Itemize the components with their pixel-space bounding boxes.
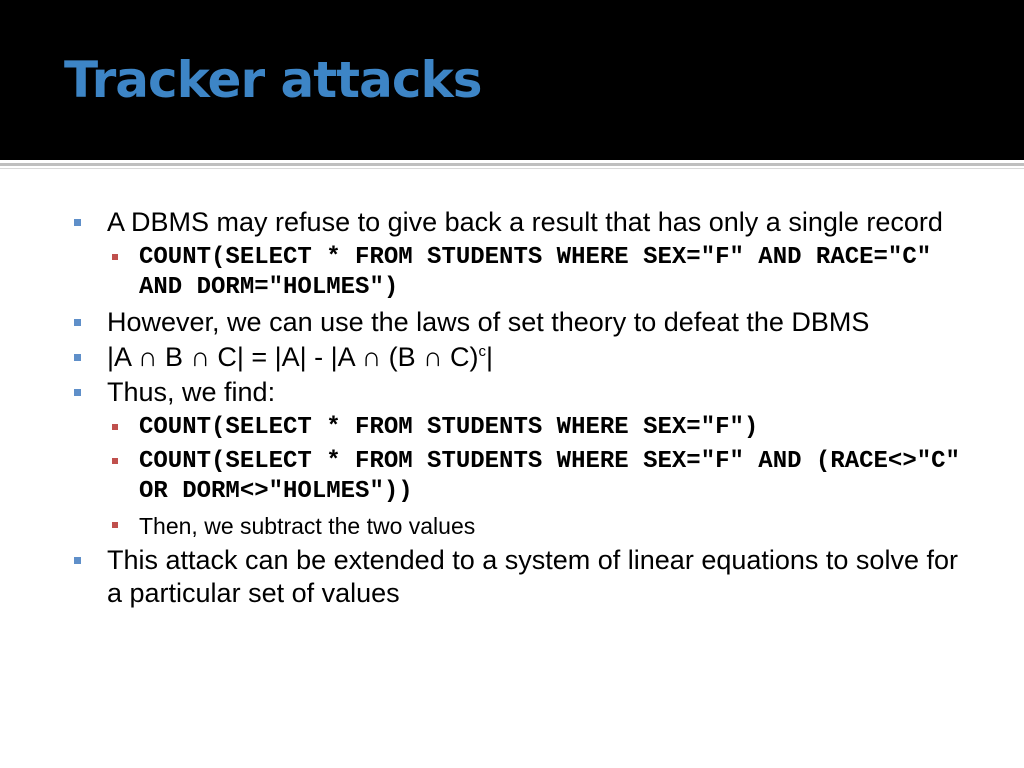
sub-bullet-item: Then, we subtract the two values — [72, 511, 972, 541]
square-bullet-icon — [74, 389, 81, 396]
bullet-item: This attack can be extended to a system … — [72, 544, 972, 610]
code-text: COUNT(SELECT * FROM STUDENTS WHERE SEX="… — [139, 414, 759, 441]
square-bullet-icon — [74, 354, 81, 361]
sub-bullet-item: COUNT(SELECT * FROM STUDENTS WHERE SEX="… — [72, 447, 972, 507]
bullet-item: However, we can use the laws of set theo… — [72, 306, 972, 339]
bullet-text: Then, we subtract the two values — [139, 513, 476, 539]
sub-bullet-item: COUNT(SELECT * FROM STUDENTS WHERE SEX="… — [72, 243, 972, 303]
code-text: COUNT(SELECT * FROM STUDENTS WHERE SEX="… — [139, 448, 960, 505]
square-bullet-icon — [112, 254, 118, 260]
square-bullet-icon — [112, 458, 118, 464]
bullet-item: |A ∩ B ∩ C| = |A| - |A ∩ (B ∩ C)c| — [72, 341, 972, 374]
square-bullet-icon — [112, 522, 118, 528]
code-text: COUNT(SELECT * FROM STUDENTS WHERE SEX="… — [139, 244, 932, 301]
title-bar: Tracker attacks — [0, 0, 1024, 160]
bullet-text: Thus, we find: — [107, 377, 276, 407]
square-bullet-icon — [112, 424, 118, 430]
formula-superscript: c — [478, 343, 487, 360]
square-bullet-icon — [74, 557, 81, 564]
bullet-text: A DBMS may refuse to give back a result … — [107, 207, 943, 237]
formula-text: |A ∩ B ∩ C| = |A| - |A ∩ (B ∩ C)c| — [107, 342, 493, 372]
divider-line — [0, 163, 1024, 166]
bullet-list: A DBMS may refuse to give back a result … — [72, 206, 972, 612]
bullet-item: Thus, we find: — [72, 376, 972, 409]
bullet-text: However, we can use the laws of set theo… — [107, 307, 870, 337]
bullet-text: This attack can be extended to a system … — [107, 545, 958, 608]
sub-bullet-item: COUNT(SELECT * FROM STUDENTS WHERE SEX="… — [72, 413, 972, 443]
divider-line-thin — [0, 168, 1024, 169]
square-bullet-icon — [74, 319, 81, 326]
square-bullet-icon — [74, 219, 81, 226]
bullet-item: A DBMS may refuse to give back a result … — [72, 206, 972, 239]
formula-main: |A ∩ B ∩ C| = |A| - |A ∩ (B ∩ C) — [107, 342, 479, 372]
formula-end: | — [486, 342, 494, 372]
slide-title: Tracker attacks — [64, 51, 482, 109]
